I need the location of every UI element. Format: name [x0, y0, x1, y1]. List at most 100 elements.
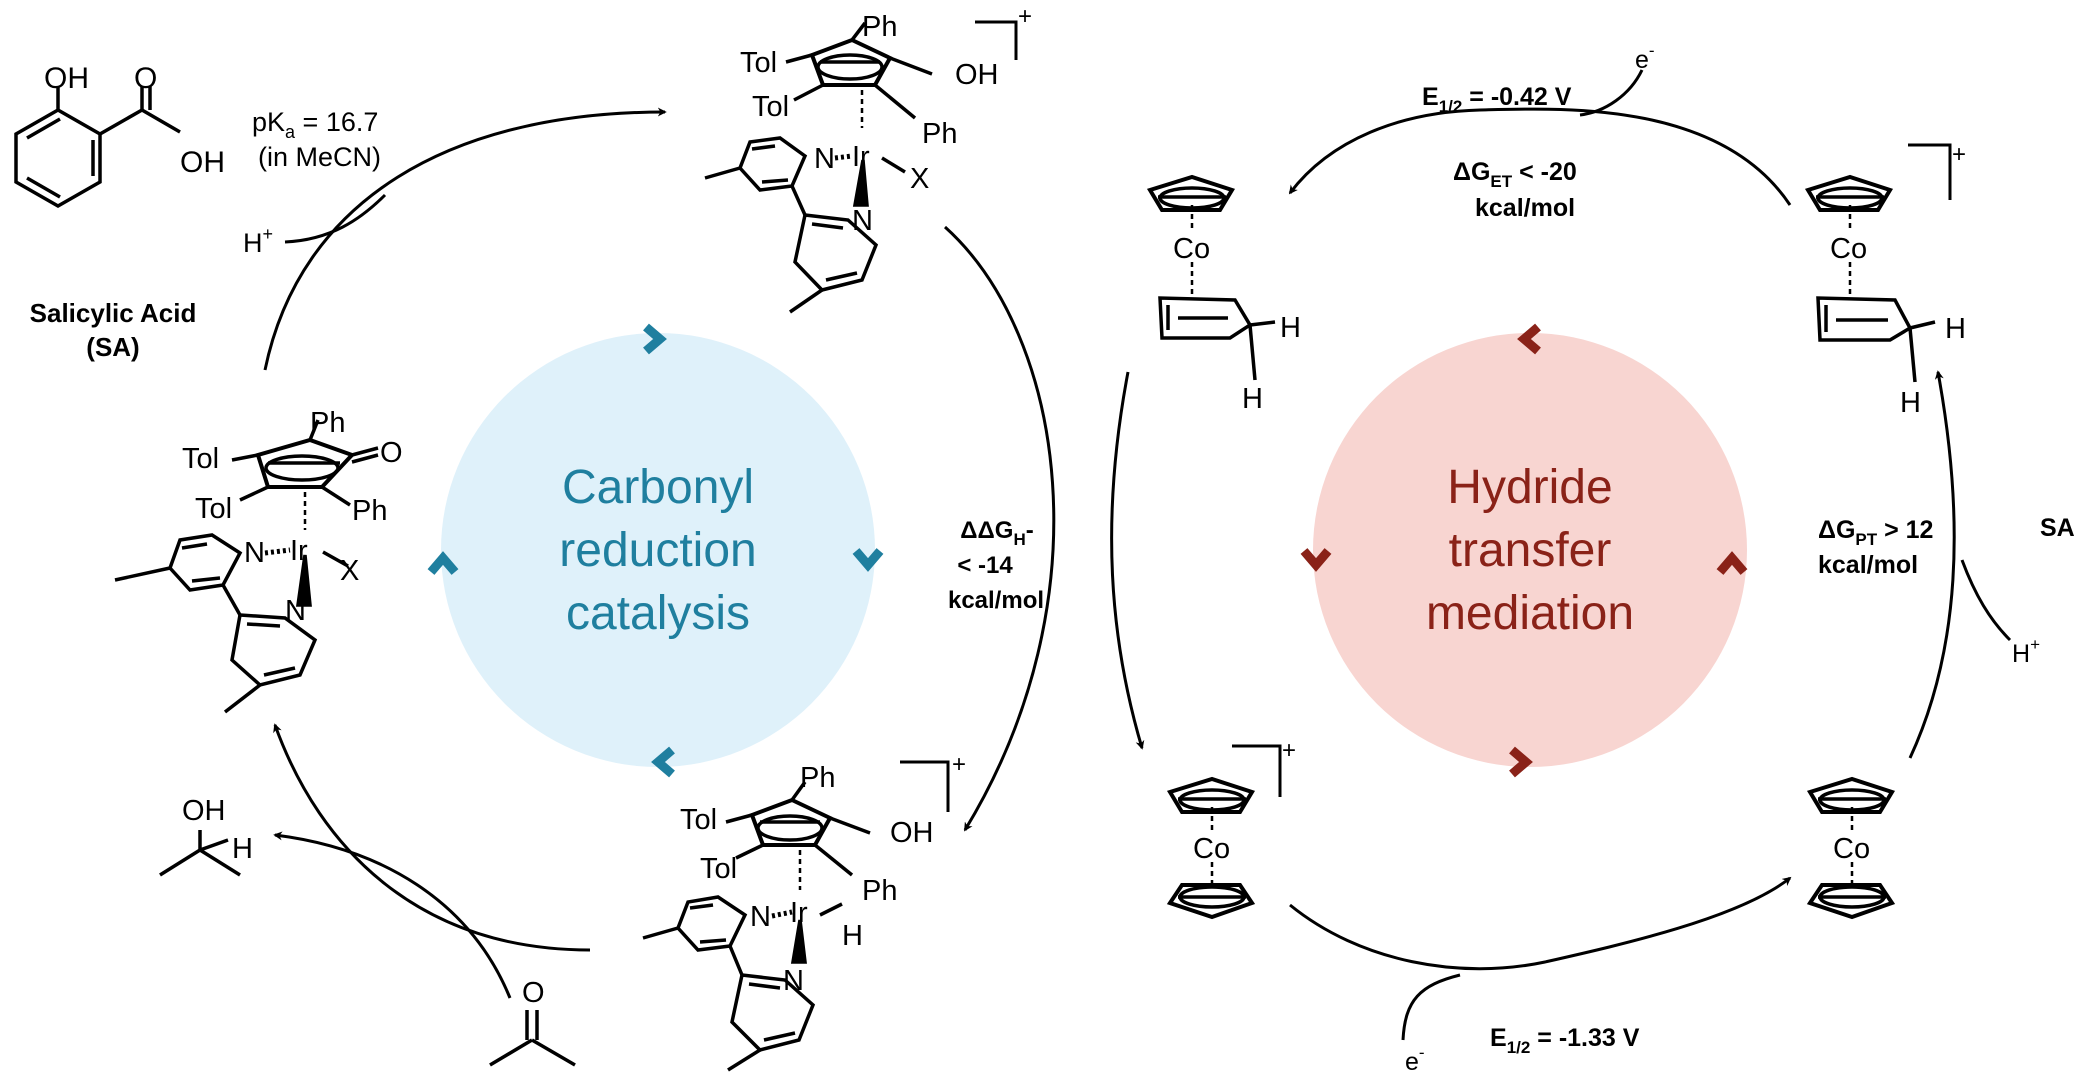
co-complex-bottom-left-labels: Co +	[1193, 737, 1296, 865]
right-cycle-chevrons	[1300, 323, 1748, 778]
ir-bottom-charge: +	[952, 751, 966, 778]
acetone-labels: O	[522, 977, 545, 1009]
ipa-h: H	[232, 833, 253, 865]
left-title-line3: catalysis	[566, 587, 750, 640]
ir-top-tol-top: Tol	[740, 47, 777, 79]
chevron-up-icon	[1716, 551, 1748, 575]
ir-left-ph-right: Ph	[352, 495, 387, 527]
pt-dg-prefix: ΔG	[1818, 516, 1855, 544]
ddg-prefix: ΔΔG	[960, 517, 1013, 544]
chevron-right-icon	[643, 323, 667, 355]
co-complex-top-left-labels: Co H H	[1173, 233, 1301, 415]
ir-left-ph-top: Ph	[310, 407, 345, 439]
et-top-dg-sub: ET	[1490, 172, 1512, 191]
ir-top-x: X	[910, 163, 929, 195]
ir-left-tol-top: Tol	[182, 443, 219, 475]
left-title-line1: Carbonyl	[562, 461, 754, 514]
ir-bottom-ph-top: Ph	[800, 762, 835, 794]
et-top-e-value: = -0.42 V	[1462, 83, 1571, 111]
ir-top-n1: N	[814, 143, 835, 175]
salicylic-acid	[14, 86, 181, 209]
sa-name-line1: Salicylic Acid	[30, 298, 197, 328]
sa-name-line2: (SA)	[86, 332, 139, 362]
salicylic-acid-labels: OH O OH Salicylic Acid (SA)	[30, 62, 225, 362]
co-br-co: Co	[1833, 833, 1870, 865]
sa-carbonyl-o-label: O	[134, 62, 157, 95]
co-tr-charge: +	[1952, 141, 1966, 168]
ddg-sub: H	[1013, 530, 1025, 549]
chevron-down-icon	[852, 548, 884, 572]
acetone	[489, 1010, 576, 1067]
ir-top-ir: Ir	[852, 141, 870, 173]
ddg-value: < -14	[957, 552, 1013, 579]
pka-value: = 16.7	[295, 107, 378, 137]
pka-annotation: pKa = 16.7 (in MeCN) H+	[243, 107, 381, 258]
ir-top-charge: +	[1018, 3, 1032, 30]
arrow-et-top	[1288, 107, 1792, 206]
ir-bottom-n2: N	[783, 965, 804, 997]
right-cycle-title: Hydride transfer mediation	[1426, 461, 1634, 640]
ddg-unit: kcal/mol	[948, 587, 1044, 614]
ir-complex-left-labels: Ph O Tol Tol Ph N Ir X N	[182, 407, 403, 627]
co-complex-top-right	[1804, 143, 1952, 383]
ir-complex-left	[114, 419, 379, 714]
et-bottom-e-value: = -1.33 V	[1530, 1024, 1639, 1052]
ir-top-n2: N	[852, 205, 873, 237]
pt-dg-value: > 12	[1877, 516, 1933, 544]
et-bottom-e-sub: 1/2	[1507, 1038, 1531, 1057]
et-bottom-annotation: E1/2 = -1.33 V e-	[1405, 1024, 1640, 1076]
et-top-e-sub: 1/2	[1439, 97, 1463, 116]
ir-left-ir: Ir	[290, 535, 308, 567]
left-proton-charge: +	[263, 224, 274, 244]
arrow-acetone-to-isopropanol	[273, 831, 512, 999]
et-bottom-electron-charge: -	[1419, 1043, 1425, 1062]
arrow-et-bottom	[1289, 876, 1792, 971]
arrow-electron-bottom	[1401, 973, 1461, 1041]
sa-cooh-oh-label: OH	[180, 146, 225, 179]
right-cycle-arrows	[1110, 69, 2012, 1041]
ir-bottom-tol-top: Tol	[680, 804, 717, 836]
ir-top-ph-right: Ph	[922, 118, 957, 150]
ir-bottom-ir: Ir	[790, 897, 808, 929]
chevron-down-icon	[1300, 548, 1332, 572]
chevron-right-icon	[1509, 746, 1533, 778]
ir-bottom-oh: OH	[890, 817, 934, 849]
svg-text:ΔGPT > 12: ΔGPT > 12	[1818, 516, 1933, 549]
ipa-oh: OH	[182, 795, 226, 827]
chevron-up-icon	[427, 551, 459, 575]
et-top-electron-charge: -	[1649, 41, 1655, 60]
et-bottom-electron: e	[1405, 1048, 1419, 1076]
ir-bottom-tol-bottom: Tol	[700, 853, 737, 885]
left-cycle-chevrons	[427, 323, 884, 778]
pt-right-annotation: ΔGPT > 12 kcal/mol SA H+	[1818, 514, 2075, 668]
svg-text:e-: e-	[1635, 41, 1655, 74]
co-tl-co: Co	[1173, 233, 1210, 265]
left-cycle-arrows	[263, 107, 1056, 999]
hydride-transfer-circle	[1313, 333, 1747, 767]
co-complex-bottom-left	[1166, 744, 1282, 920]
co-tl-h1: H	[1280, 312, 1301, 344]
carbonyl-reduction-circle	[441, 333, 875, 767]
pt-dg-unit: kcal/mol	[1818, 551, 1918, 579]
sa-oh-label: OH	[44, 62, 89, 95]
et-top-annotation: E1/2 = -0.42 V e- ΔGET < -20 kcal/mol	[1422, 41, 1655, 222]
ir-top-oh: OH	[955, 59, 999, 91]
ir-top-tol-bottom: Tol	[752, 91, 789, 123]
pka-prefix: pK	[252, 107, 285, 137]
pt-proton: H	[2012, 640, 2030, 668]
et-top-dg-unit: kcal/mol	[1475, 194, 1575, 222]
pka-solvent: (in MeCN)	[258, 142, 381, 172]
co-complex-top-right-labels: Co H H +	[1830, 141, 1966, 419]
co-complex-bottom-right	[1806, 776, 1896, 920]
pka-sub: a	[285, 122, 296, 142]
chevron-left-icon	[651, 746, 675, 778]
svg-text:e-: e-	[1405, 1043, 1425, 1076]
acetone-o: O	[522, 977, 545, 1009]
ir-complex-bottom	[642, 760, 950, 1072]
co-tr-co: Co	[1830, 233, 1867, 265]
right-title-line3: mediation	[1426, 587, 1634, 640]
arrow-electron-top	[1579, 69, 1644, 117]
ir-left-x: X	[340, 555, 359, 587]
svg-text:H+: H+	[243, 224, 273, 258]
